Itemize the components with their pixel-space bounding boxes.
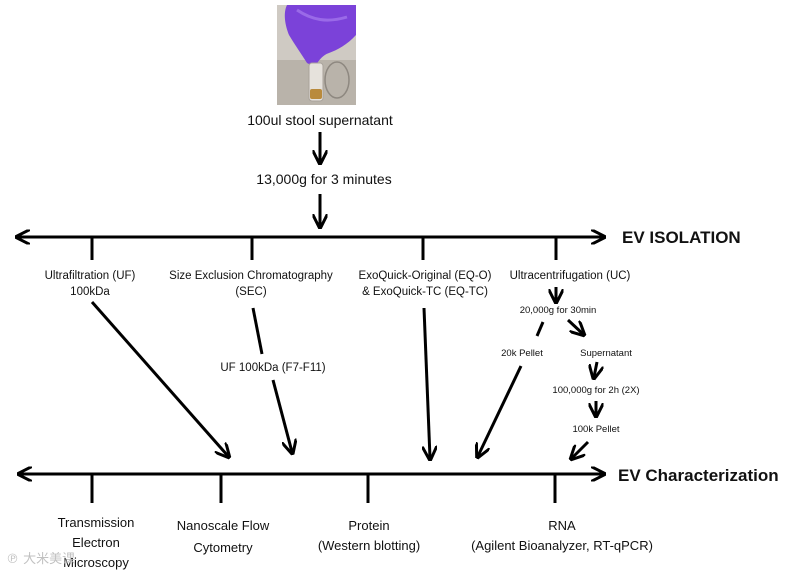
arrow-sec-to-uf (251, 307, 264, 355)
arrow-100k-to-characterization (572, 440, 590, 458)
sec-label-line1: Size Exclusion Chromatography (169, 270, 333, 282)
nfc-label-line2: Cytometry (193, 540, 253, 555)
nfc-label-line1: Nanoscale Flow (177, 518, 270, 533)
eq-label-line1: ExoQuick-Original (EQ-O) (359, 270, 492, 282)
sample-label: 100ul stool supernatant (247, 112, 393, 128)
uc-step1-label: 20,000g for 30min (520, 305, 597, 316)
tem-label-line3: Microscopy (63, 555, 129, 570)
isolation-header: EV ISOLATION (622, 228, 741, 247)
watermark-logo: ℗ 大米美课 (6, 552, 76, 567)
uc-step2-label: 100,000g for 2h (2X) (552, 385, 639, 396)
uf-label-line2: 100kDa (70, 286, 110, 298)
protein-label-line2: (Western blotting) (318, 538, 420, 553)
uc-label-line1: Ultracentrifugation (UC) (510, 270, 631, 282)
uf-label-line1: Ultrafiltration (UF) (45, 270, 136, 282)
spin-label: 13,000g for 3 minutes (256, 171, 391, 187)
rna-label-line2: (Agilent Bioanalyzer, RT-qPCR) (471, 538, 653, 553)
arrow-eq-to-characterization (424, 307, 430, 458)
arrow-uf-to-characterization (90, 301, 228, 456)
eq-label-line2: & ExoQuick-TC (EQ-TC) (362, 286, 488, 298)
sample-tube-image (277, 5, 356, 105)
protein-label-line1: Protein (348, 518, 389, 533)
arrow-sec-to-characterization (271, 379, 292, 452)
sample-photo (277, 5, 356, 105)
characterization-header: EV Characterization (618, 466, 779, 485)
arrow-20k-to-characterization (478, 365, 523, 456)
uc-supernatant-label: Supernatant (580, 348, 632, 359)
sec-label-line2: (SEC) (235, 286, 266, 298)
uc-pellet100-label: 100k Pellet (572, 424, 619, 435)
rna-label-line1: RNA (548, 518, 576, 533)
arrow-to-supernatant (566, 318, 583, 334)
tem-label-line2: Electron (72, 535, 120, 550)
sec-sub-label: UF 100kDa (F7-F11) (220, 362, 325, 374)
arrow-supernatant-to-step2 (594, 361, 597, 377)
uc-pellet20-label: 20k Pellet (501, 348, 543, 359)
tem-label-line1: Transmission (58, 515, 135, 530)
dash-to-20k (535, 321, 545, 337)
